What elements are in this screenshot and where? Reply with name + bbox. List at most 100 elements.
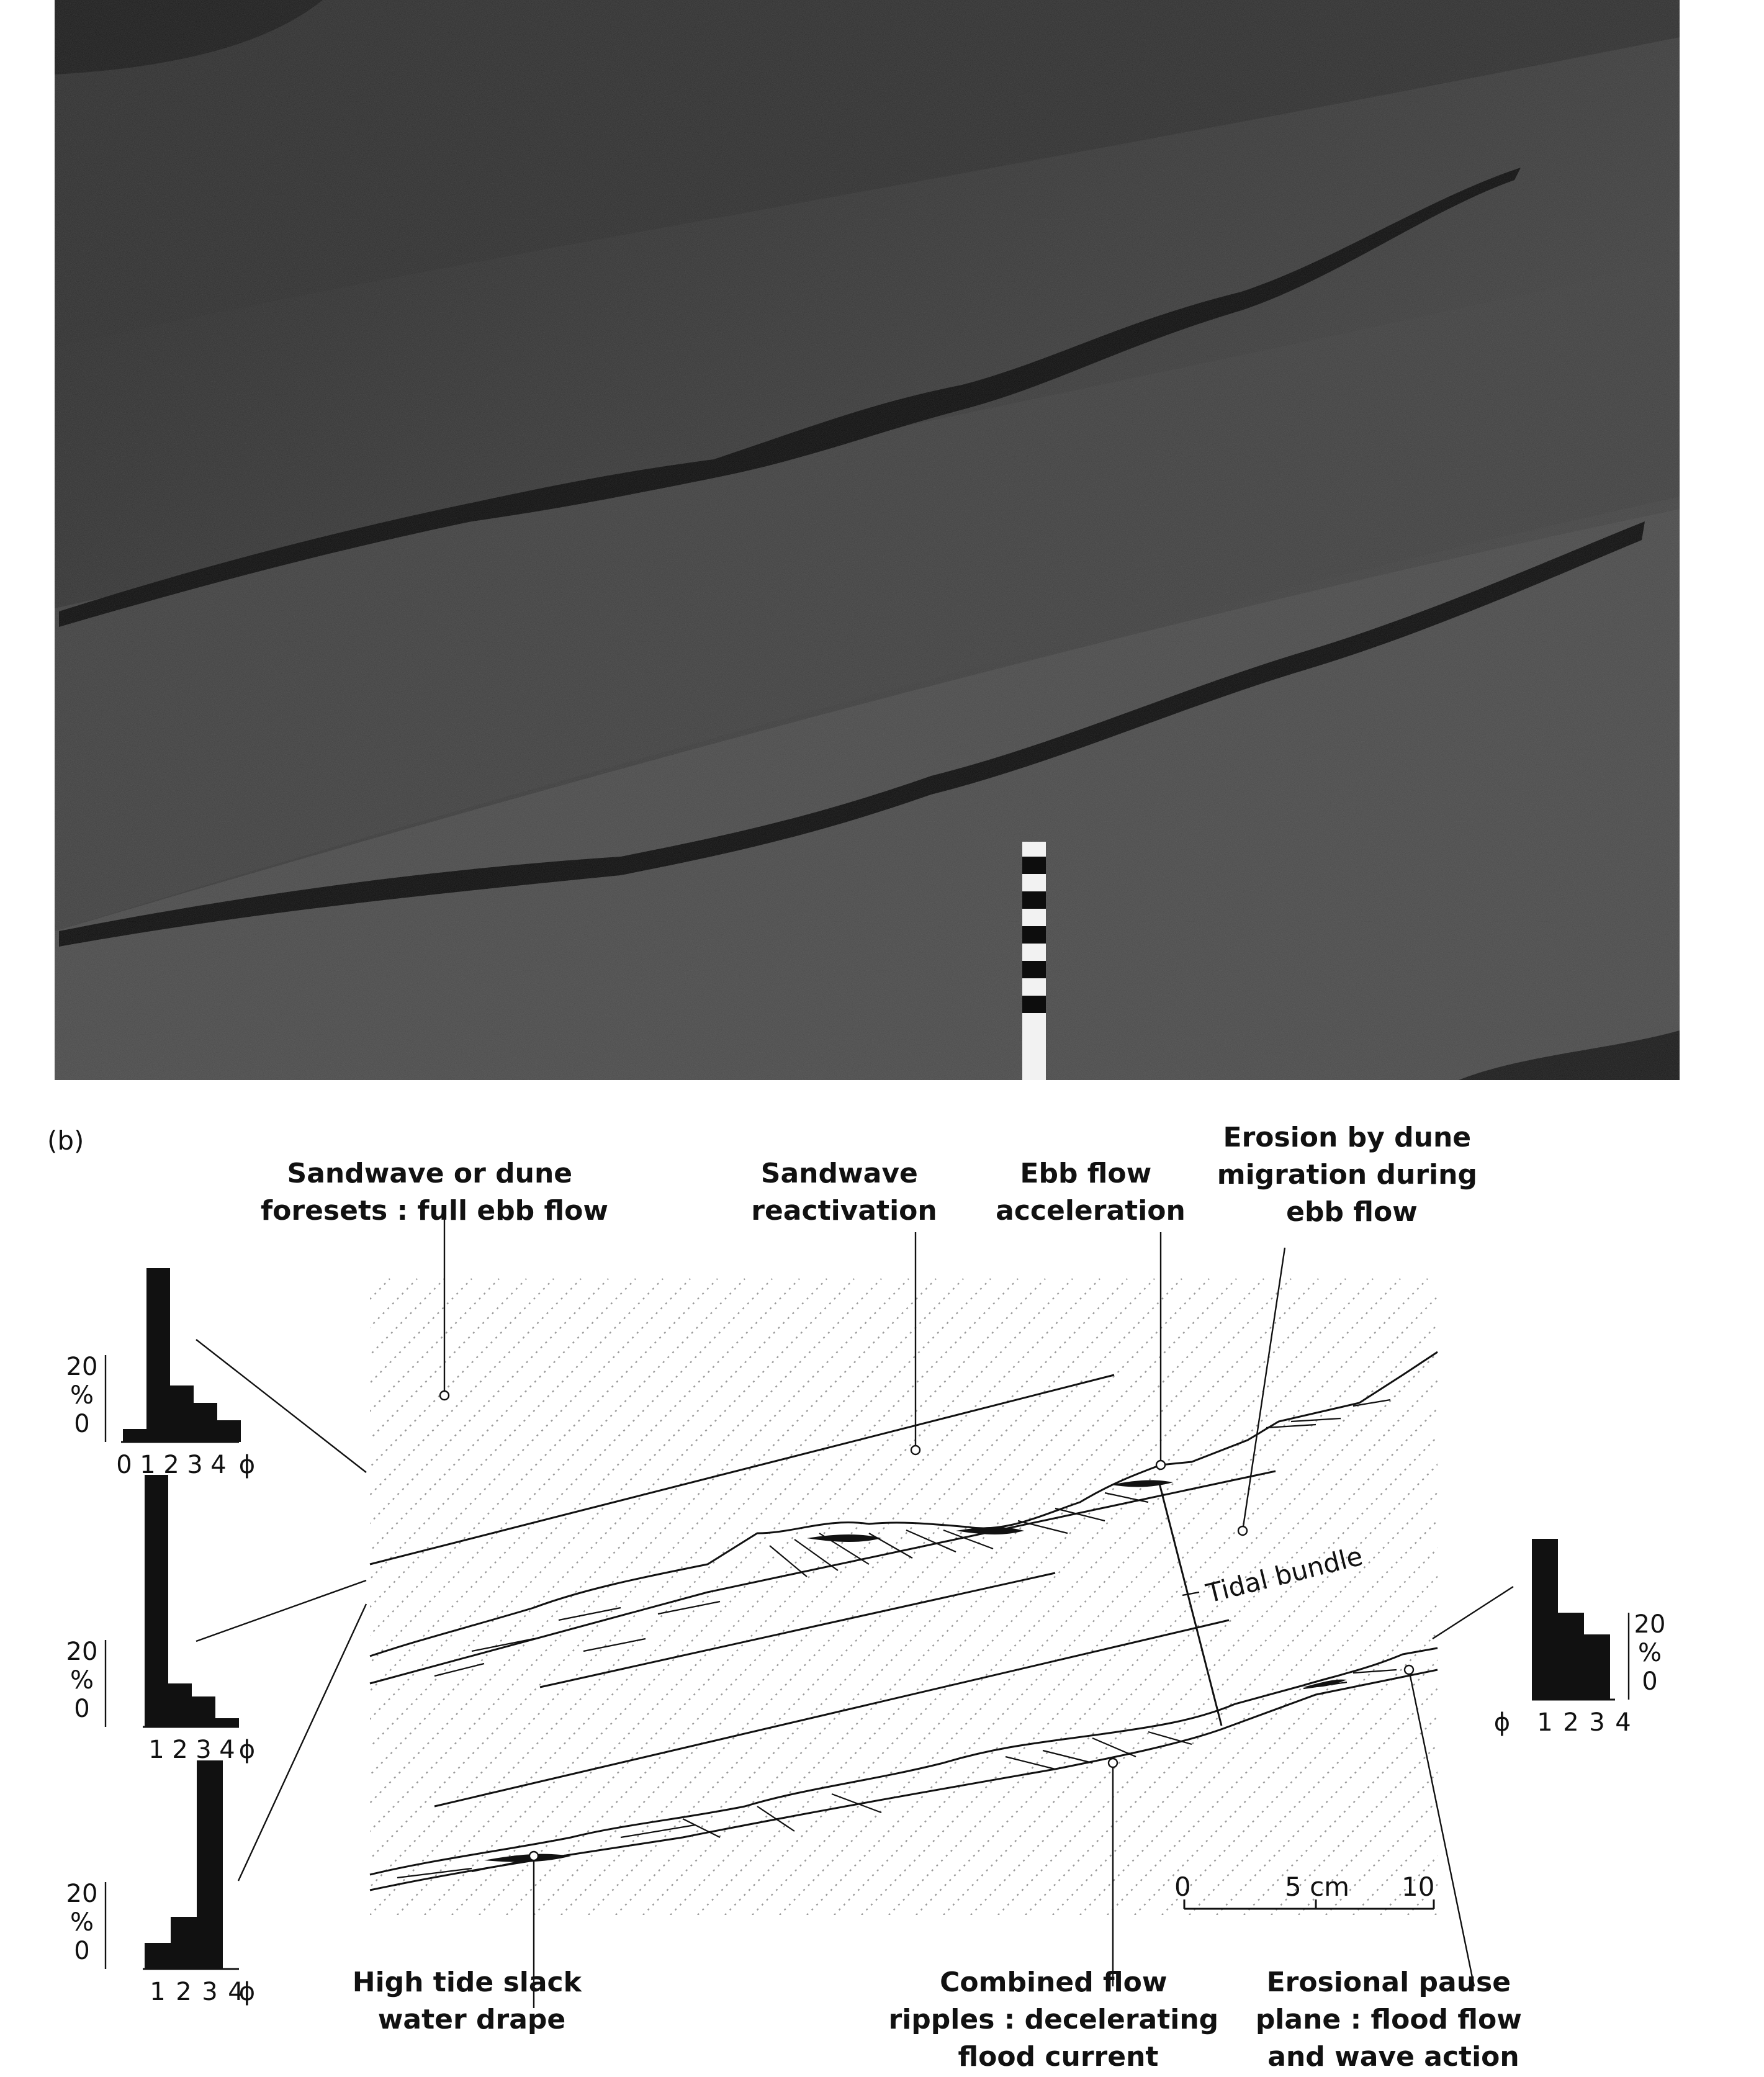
percent-label: % bbox=[70, 1666, 94, 1695]
histogram-bar bbox=[192, 1696, 215, 1727]
foreset-dotted-line bbox=[1708, 1279, 1764, 1915]
histogram-x-label: 2 bbox=[163, 1451, 179, 1479]
label-tidal-bundle: Tidal bundle bbox=[1203, 1541, 1366, 1609]
foreset-dotted-line bbox=[0, 1279, 7, 1915]
histogram-x-label: 3 bbox=[1589, 1708, 1604, 1737]
foreset-dotted-line bbox=[1572, 1279, 1764, 1915]
foreset-dotted-line bbox=[1735, 1279, 1764, 1915]
histogram-bar bbox=[171, 1917, 197, 1969]
histogram-bar bbox=[168, 1683, 192, 1727]
foreset-dotted-line bbox=[1654, 1279, 1764, 1915]
histogram-bar bbox=[1558, 1613, 1584, 1700]
histogram-bar bbox=[170, 1385, 194, 1442]
tidal-bundle-bracket bbox=[1158, 1483, 1223, 1726]
histogram-bar bbox=[146, 1268, 170, 1442]
foreset-dotted-line bbox=[1380, 1855, 1438, 1915]
histogram-x-label: 3 bbox=[187, 1451, 202, 1479]
foreset-dotted-line bbox=[1243, 1715, 1438, 1915]
foreset-dotted-line bbox=[424, 1278, 1046, 1915]
foreset-dotted-line bbox=[1599, 1279, 1764, 1915]
histogram-bar bbox=[123, 1429, 146, 1442]
foreset-dotted-line bbox=[0, 1279, 281, 1915]
foreset-dotted-line bbox=[451, 1278, 1073, 1915]
upper-bundle-top bbox=[369, 1351, 1438, 1657]
percent-label: 0 bbox=[74, 1695, 89, 1723]
panel-label: (b) bbox=[47, 1125, 84, 1156]
foreset-dotted-line bbox=[834, 1295, 1438, 1915]
middle-surface bbox=[539, 1572, 1056, 1688]
histogram-x-label: 4 bbox=[210, 1451, 226, 1479]
bounding-surfaces bbox=[369, 1351, 1438, 1891]
foreset-dotted-line bbox=[997, 1463, 1438, 1915]
foreset-dotted-line bbox=[697, 1278, 1319, 1915]
foreset-dotted-line bbox=[0, 1279, 117, 1915]
outcrop-photo bbox=[55, 0, 1680, 1080]
percent-label: % bbox=[70, 1908, 94, 1937]
foreset-dotted-line bbox=[779, 1278, 1401, 1915]
histogram-x-label: 0 bbox=[116, 1451, 132, 1479]
foreset-dotted-line bbox=[0, 1279, 362, 1915]
label-high-tide-slack: High tide slack water drape bbox=[353, 1967, 591, 2035]
leader-circles bbox=[439, 1390, 1415, 1862]
foreset-dotted-line bbox=[370, 1278, 964, 1888]
tidal-bundle-tick bbox=[1182, 1591, 1200, 1597]
histogram-x-label: 3 bbox=[196, 1736, 211, 1764]
phi-symbol: ϕ bbox=[239, 1978, 255, 2006]
histogram-x-label: 4 bbox=[219, 1736, 235, 1764]
label-ebb-flow-acceleration: Ebb flow acceleration bbox=[996, 1158, 1186, 1227]
histogram-bar bbox=[217, 1420, 241, 1442]
foreset-dotted-line bbox=[861, 1323, 1438, 1915]
histogram-bar bbox=[197, 1760, 223, 1969]
histogram-x-label: 4 bbox=[1615, 1708, 1631, 1737]
scale-tick-10: 10 bbox=[1402, 1872, 1434, 1902]
foreset-dotted-line bbox=[806, 1278, 1428, 1915]
foreset-dotted-line bbox=[1681, 1279, 1764, 1915]
upper-reactivation-surface bbox=[369, 1374, 1115, 1566]
foreset-dotted-line bbox=[560, 1278, 1182, 1915]
foreset-dotted-line bbox=[1271, 1743, 1438, 1915]
label-combined-flow-ripples: Combined flow ripples : decelerating flo… bbox=[889, 1967, 1228, 2073]
foreset-dotted-line bbox=[370, 1278, 636, 1552]
label-sandwave-foresets: Sandwave or dune foresets : full ebb flo… bbox=[261, 1158, 608, 1227]
histogram-x-label: 1 bbox=[1537, 1708, 1552, 1737]
foreset-dotted-line bbox=[0, 1279, 226, 1915]
phi-symbol: ϕ bbox=[239, 1736, 255, 1764]
foreset-dotted-line bbox=[506, 1278, 1128, 1915]
upper-bundle-base bbox=[369, 1470, 1276, 1685]
histogram-bar bbox=[194, 1403, 217, 1442]
ripple-laminae bbox=[397, 1399, 1397, 1879]
histogram-bar bbox=[215, 1718, 239, 1727]
histogram-bar bbox=[145, 1943, 171, 1969]
percent-label: 0 bbox=[1642, 1667, 1657, 1696]
histogram-x-label: 1 bbox=[140, 1451, 155, 1479]
mud-drape-lenses bbox=[484, 1480, 1347, 1862]
foreset-dotted-line bbox=[1025, 1491, 1438, 1915]
foreset-dotted-line bbox=[370, 1278, 745, 1664]
foreset-dotted-line bbox=[1107, 1575, 1438, 1915]
histogram-bar bbox=[145, 1475, 168, 1727]
foreset-dotted-line bbox=[370, 1278, 800, 1721]
foreset-dotted-line bbox=[479, 1278, 1100, 1915]
foreset-dotted-line bbox=[943, 1407, 1438, 1915]
percent-label: 0 bbox=[74, 1410, 89, 1438]
foreset-dotted-line bbox=[370, 1278, 827, 1749]
histogram-x-label: 2 bbox=[176, 1978, 191, 2006]
foreset-dotted-line bbox=[1544, 1279, 1764, 1915]
foreset-dotted-line bbox=[370, 1278, 718, 1636]
percent-label: % bbox=[70, 1381, 94, 1410]
foreset-dotted-line bbox=[724, 1278, 1346, 1915]
foreset-dotted-line bbox=[888, 1351, 1438, 1915]
histogram-x-label: 4 bbox=[228, 1978, 243, 2006]
percent-label: 20 bbox=[66, 1880, 98, 1908]
scale-tick-0: 0 bbox=[1174, 1872, 1191, 1902]
diagram-scale-bar: 0 5 cm 10 bbox=[1174, 1872, 1435, 1910]
histogram-x-label: 1 bbox=[148, 1736, 164, 1764]
label-sandwave-reactivation: Sandwave reactivation bbox=[751, 1158, 937, 1227]
percent-label: % bbox=[1638, 1639, 1662, 1667]
histogram-x-label: 3 bbox=[202, 1978, 217, 2006]
foreset-dotted-line bbox=[752, 1278, 1374, 1915]
